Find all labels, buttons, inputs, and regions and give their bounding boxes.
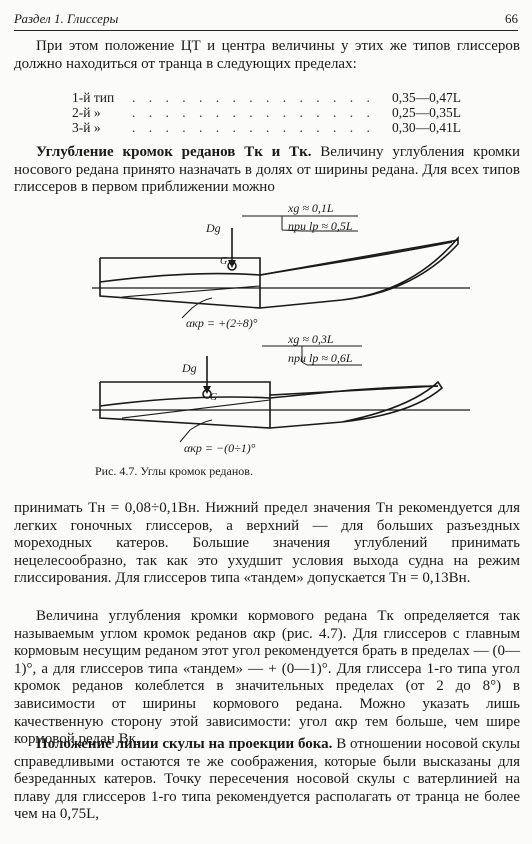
paragraph-text: В отношении носовой скулы справедливыми … — [14, 736, 520, 823]
cg-range-table: 1-й тип . . . . . . . . . . . . . . . . … — [72, 90, 512, 135]
paragraph-step-depth: Углубление кромок реданов Tк и Tк. Велич… — [14, 144, 520, 197]
hull-profile — [99, 380, 444, 429]
section-title: Раздел 1. Глиссеры — [14, 11, 119, 26]
label-alpha: αкр = −(0÷1)° — [184, 441, 256, 455]
row-value: 0,35—0,47L — [392, 90, 461, 105]
paragraph-cg-position: При этом положение ЦТ и центра величины … — [14, 38, 520, 72]
paragraph-text: Величину углубления кромки носового реда… — [14, 144, 520, 196]
leader-dots: . . . . . . . . . . . . . . . . . . . . … — [132, 105, 384, 120]
label-lp: при lp ≈ 0,6L — [288, 351, 353, 365]
run-in-heading: Положение линии скулы на проекции бока. — [36, 736, 333, 752]
table-row: 1-й тип . . . . . . . . . . . . . . . . … — [72, 90, 512, 105]
label-lp: при lp ≈ 0,5L — [288, 219, 353, 233]
figure-caption: Рис. 4.7. Углы кромок реданов. — [95, 464, 253, 478]
deck-line — [100, 239, 459, 276]
label-dg: Dg — [181, 361, 197, 375]
page-number: 66 — [505, 11, 518, 26]
table-row: 2-й » . . . . . . . . . . . . . . . . . … — [72, 105, 512, 120]
chine-line — [99, 241, 453, 283]
row-label: 1-й тип — [72, 90, 115, 105]
paragraph-bow-step: принимать Tн = 0,08÷0,1Bн. Нижний предел… — [14, 500, 520, 587]
chine-line — [99, 385, 439, 407]
leader-dots: . . . . . . . . . . . . . . . . . . . . … — [132, 120, 384, 135]
label-g: G — [220, 256, 227, 267]
run-in-heading: Углубление кромок реданов Tк и Tк. — [36, 144, 312, 160]
hull-profile — [99, 235, 459, 309]
paragraph-chine-position: Положение линии скулы на проекции бока. … — [14, 736, 520, 824]
label-xg: xg ≈ 0,3L — [287, 332, 334, 346]
table-row: 3-й » . . . . . . . . . . . . . . . . . … — [72, 120, 512, 135]
dim-lines — [242, 215, 358, 232]
step-angle-line — [121, 285, 261, 298]
row-value: 0,25—0,35L — [392, 105, 461, 120]
force-arrow-head — [203, 386, 211, 394]
force-arrow-head — [228, 260, 236, 268]
dim-lines — [262, 345, 362, 366]
angle-pointer — [179, 419, 213, 443]
label-dg: Dg — [205, 221, 221, 235]
label-g: G — [210, 392, 217, 403]
paragraph-stern-step: Величина углубления кромки кормового ред… — [14, 608, 520, 748]
angle-pointer — [181, 297, 213, 319]
step-angle-line — [121, 399, 271, 419]
leader-dots: . . . . . . . . . . . . . . . . . . . . … — [132, 90, 384, 105]
row-value: 0,30—0,41L — [392, 120, 461, 135]
label-alpha: αкр = +(2÷8)° — [186, 316, 258, 330]
figure-step-angles: Dg G xg ≈ 0,1L при lp ≈ 0,5L αкр = +(2÷8… — [92, 201, 470, 455]
row-label: 3-й » — [72, 120, 101, 135]
page-header: Раздел 1. Глиссеры 66 — [14, 8, 518, 31]
label-xg: xg ≈ 0,1L — [287, 201, 334, 215]
row-label: 2-й » — [72, 105, 101, 120]
